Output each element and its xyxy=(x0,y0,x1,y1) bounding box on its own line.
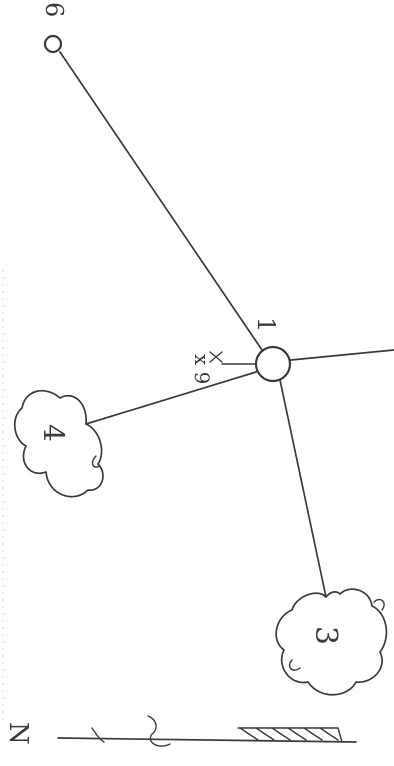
node-1 xyxy=(254,345,292,383)
ground-line xyxy=(57,737,357,743)
ground-tick xyxy=(91,727,105,743)
node-4-label: 4 xyxy=(37,424,70,442)
node-6 xyxy=(43,34,63,54)
edge-1-to-4 xyxy=(85,371,257,425)
node-6-label: 6 xyxy=(40,2,68,17)
ground-hatch-frame xyxy=(237,727,343,743)
x-mark xyxy=(209,351,223,363)
edge-1-to-right xyxy=(290,349,394,361)
node-3-label: 3 xyxy=(308,626,343,645)
ground-squiggle xyxy=(147,715,171,747)
edge-1-to-3 xyxy=(279,379,327,598)
node-1-label: 1 xyxy=(252,317,280,332)
edge-1-to-6 xyxy=(59,51,263,351)
node-3-cloud xyxy=(275,588,388,696)
node-3-cloud-curl xyxy=(373,598,385,611)
ground-hatch xyxy=(239,727,339,741)
node-3-cloud-curl-2 xyxy=(288,659,301,671)
node-4-cloud-curl xyxy=(91,455,101,468)
stub-label: x 9 xyxy=(190,354,214,384)
ground-label: N xyxy=(3,722,33,745)
node-4-cloud xyxy=(13,389,104,498)
